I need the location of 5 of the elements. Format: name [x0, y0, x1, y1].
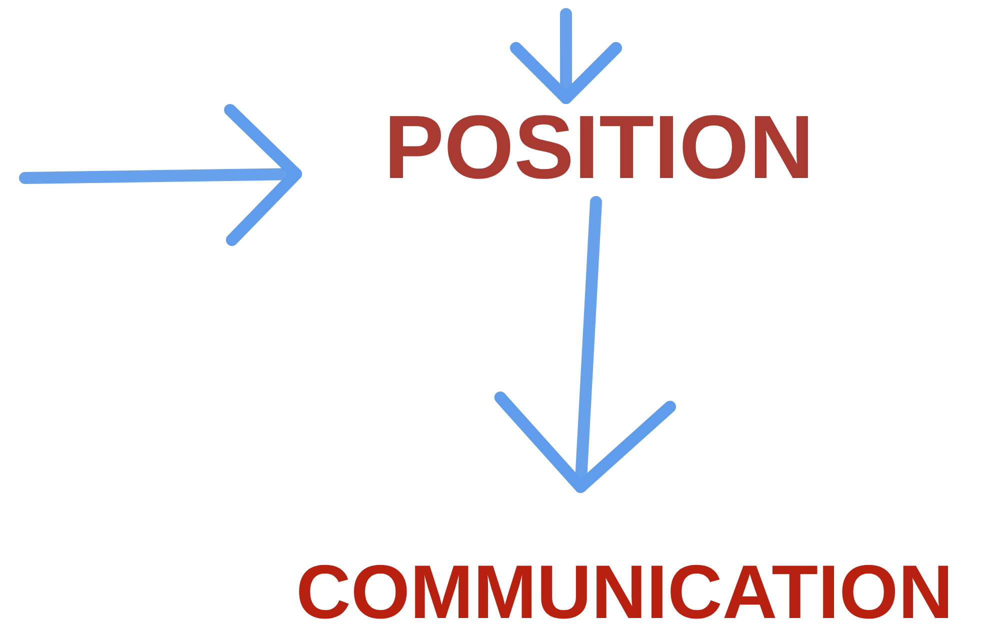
- heading-text: COMMUNICATION: [296, 563, 954, 624]
- heading-text: POSITION: [384, 112, 814, 184]
- arrow: [19, 104, 302, 246]
- arrow: [510, 8, 622, 104]
- arrow: [494, 196, 676, 493]
